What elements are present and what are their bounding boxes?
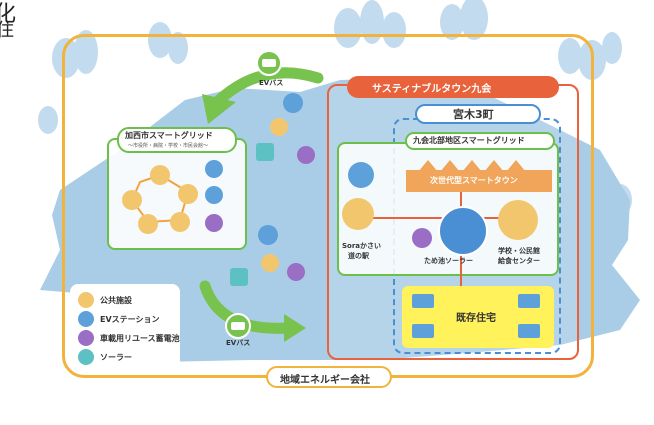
- battery-icon: [412, 228, 432, 248]
- ev-bus-icon-bottom: [225, 313, 251, 339]
- legend-item: EVステーション: [78, 311, 160, 327]
- ev-station-icon: [348, 162, 374, 188]
- ev-bus-icon-top: [256, 50, 282, 76]
- public-facility-icon: [78, 292, 94, 308]
- ev-station-icon: [283, 93, 303, 113]
- ev-station-icon: [205, 186, 223, 204]
- top-arrow-head: [202, 94, 236, 124]
- kue-grid-title: 九会北部地区スマートグリッド: [413, 136, 525, 145]
- miyagi-title-pill: [415, 104, 541, 124]
- bottom-arrow-head: [284, 314, 306, 342]
- public-facility-icon: [150, 165, 170, 185]
- kasai-grid-subtitle: 〜市役所・病院・学校・市民会館〜: [128, 143, 209, 149]
- sustainable-town-header: [347, 76, 559, 98]
- school-label-1: 学校・公民館: [498, 247, 540, 255]
- public-facility-icon: [170, 212, 190, 232]
- public-facility-icon: [498, 200, 538, 240]
- ev-bus-label-top: EVバス: [259, 79, 284, 87]
- solar-icon: [518, 324, 540, 338]
- ev-bus-label-bottom: EVバス: [226, 339, 251, 347]
- kasai-grid-title-pill: [117, 127, 237, 153]
- legend-item: 公共施設: [78, 292, 132, 308]
- public-facility-icon: [122, 190, 142, 210]
- solar-icon: [518, 294, 540, 308]
- pond-solar-label: ため池ソーラー: [424, 257, 473, 265]
- solar-icon: [230, 268, 248, 286]
- battery-icon: [297, 146, 315, 164]
- public-facility-icon: [178, 184, 198, 204]
- corner-char-2: 住: [0, 20, 14, 41]
- battery-icon: [205, 214, 223, 232]
- public-facility-icon: [138, 214, 158, 234]
- sora-label-2: 道の駅: [348, 252, 369, 260]
- legend-box: 公共施設 EVステーション車載用リユース蓄電池ソーラー: [70, 284, 180, 368]
- public-facility-icon: [270, 118, 288, 136]
- legend-label: 公共施設: [100, 295, 132, 305]
- solar-icon: [78, 349, 94, 365]
- ev-station-icon: [258, 225, 278, 245]
- ev-station-icon: [205, 160, 223, 178]
- next-town-bar: [406, 170, 552, 192]
- kasai-grid-title: 加西市スマートグリッド: [125, 131, 213, 140]
- public-facility-icon: [261, 254, 279, 272]
- battery-icon: [78, 330, 94, 346]
- ev-station-icon: [78, 311, 94, 327]
- school-label-2: 給食センター: [498, 257, 540, 265]
- outer-company-label: 地域エネルギー会社: [280, 375, 370, 386]
- solar-icon: [438, 206, 488, 256]
- solar-icon: [412, 324, 434, 338]
- outer-company-pill: [266, 366, 392, 388]
- sustainable-town-title: サスティナブルタウン九会: [372, 84, 492, 95]
- miyagi-title: 宮木3町: [453, 108, 494, 121]
- battery-icon: [287, 263, 305, 281]
- legend-item: 車載用リユース蓄電池: [78, 330, 180, 346]
- top-curve-arrow: [209, 67, 324, 110]
- legend-item: ソーラー: [78, 349, 132, 365]
- existing-housing-label: 既存住宅: [456, 313, 496, 324]
- legend-label: EVステーション: [100, 314, 160, 324]
- public-facility-icon: [342, 198, 374, 230]
- corner-char-1: 化: [0, 2, 17, 27]
- background-trees: [38, 0, 632, 216]
- kue-grid-title-pill: [405, 132, 555, 150]
- legend-label: ソーラー: [100, 352, 132, 362]
- solar-icon: [256, 143, 274, 161]
- next-town-label: 次世代型スマートタウン: [430, 176, 518, 185]
- legend-label: 車載用リユース蓄電池: [100, 333, 180, 343]
- solar-icon: [412, 294, 434, 308]
- sora-label-1: Soraかさい: [342, 242, 382, 250]
